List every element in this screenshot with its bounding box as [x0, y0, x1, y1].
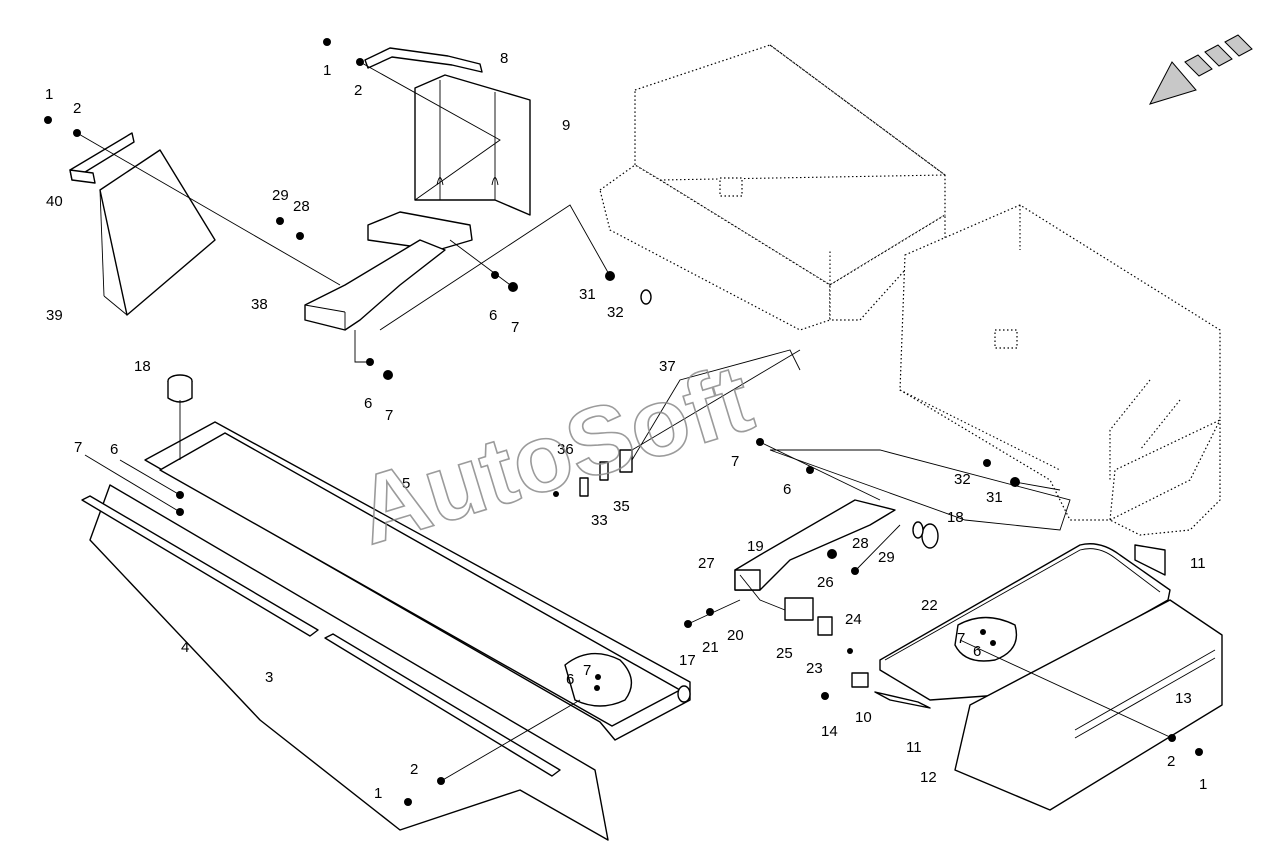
callout-20: 20: [727, 627, 744, 644]
callout-12: 12: [920, 769, 937, 786]
hardware: [44, 38, 1203, 806]
callout-5: 5: [402, 475, 410, 492]
callout-11: 11: [906, 739, 922, 756]
callouts: 1 1 1 1 2 2 2 2 3 4 5 6 6 6 6 6 6 7 7 7 …: [45, 50, 1207, 802]
callout-31: 31: [986, 489, 1003, 506]
callout-37: 37: [659, 358, 676, 375]
clamp-26: [784, 597, 814, 621]
callout-22: 22: [921, 597, 938, 614]
callout-1: 1: [45, 86, 53, 103]
leader-lines: [76, 61, 1173, 782]
callout-26: 26: [817, 574, 834, 591]
callout-28: 28: [852, 535, 869, 552]
frame-5: [144, 421, 691, 741]
callout-25: 25: [776, 645, 793, 662]
clamp-36: [579, 449, 633, 497]
callout-23: 23: [806, 660, 823, 677]
callout-2: 2: [354, 82, 362, 99]
callout-1: 1: [374, 785, 382, 802]
machine-body-outline: [599, 44, 1221, 536]
callout-7: 7: [511, 319, 519, 336]
callout-17: 17: [679, 652, 696, 669]
callout-2: 2: [73, 100, 81, 117]
callout-40: 40: [46, 193, 63, 210]
callout-10: 10: [855, 709, 872, 726]
callout-35: 35: [613, 498, 630, 515]
callout-8: 8: [500, 50, 508, 67]
callout-7: 7: [957, 630, 965, 647]
callout-13: 13: [1175, 690, 1192, 707]
callout-31: 31: [579, 286, 596, 303]
strip-3-left: [81, 495, 319, 637]
callout-19: 19: [747, 538, 764, 555]
callout-2: 2: [410, 761, 418, 778]
bracket-10: [851, 672, 869, 688]
callout-14: 14: [821, 723, 838, 740]
callout-27: 27: [698, 555, 715, 572]
callout-29: 29: [878, 549, 895, 566]
callout-32: 32: [954, 471, 971, 488]
callout-6: 6: [783, 481, 791, 498]
callout-6: 6: [973, 643, 981, 660]
callout-7: 7: [385, 407, 393, 424]
callout-11: 11: [1190, 555, 1206, 572]
callout-2: 2: [1167, 753, 1175, 770]
callout-28: 28: [293, 198, 310, 215]
mounting-plate-40: [69, 132, 135, 184]
callout-6: 6: [364, 395, 372, 412]
callout-39: 39: [46, 307, 63, 324]
callout-32: 32: [607, 304, 624, 321]
direction-arrow-icon: [1149, 34, 1253, 105]
callout-7: 7: [583, 662, 591, 679]
support-arm-38: [304, 211, 473, 331]
callout-29: 29: [272, 187, 289, 204]
callout-24: 24: [845, 611, 862, 628]
shield-9: [414, 74, 531, 216]
callout-7: 7: [731, 453, 739, 470]
callout-1: 1: [323, 62, 331, 79]
strip-3-right: [324, 633, 561, 777]
callout-38: 38: [251, 296, 268, 313]
bumper-18-right: [912, 521, 939, 549]
callout-1: 1: [1199, 776, 1207, 793]
callout-33: 33: [591, 512, 608, 529]
callout-9: 9: [562, 117, 570, 134]
callout-6: 6: [566, 671, 574, 688]
callout-3: 3: [265, 669, 273, 686]
callout-36: 36: [557, 441, 574, 458]
bumper-18-left: [167, 374, 193, 403]
watermark-text: AutoSoft: [345, 344, 764, 565]
bracket-8: [364, 47, 483, 73]
callout-6: 6: [489, 307, 497, 324]
callout-18: 18: [134, 358, 151, 375]
callout-7: 7: [74, 439, 82, 456]
bracket-plate-37: [769, 449, 1071, 531]
bracket-11-top: [1134, 544, 1166, 576]
skirt-12: [954, 599, 1223, 811]
callout-21: 21: [702, 639, 719, 656]
bracket-19: [734, 499, 896, 591]
bracket-11-bottom: [874, 691, 931, 709]
callout-18: 18: [947, 509, 964, 526]
flap-plate-39: [99, 149, 216, 316]
clamp-24: [817, 616, 833, 636]
callout-4: 4: [181, 639, 189, 656]
callout-6: 6: [110, 441, 118, 458]
